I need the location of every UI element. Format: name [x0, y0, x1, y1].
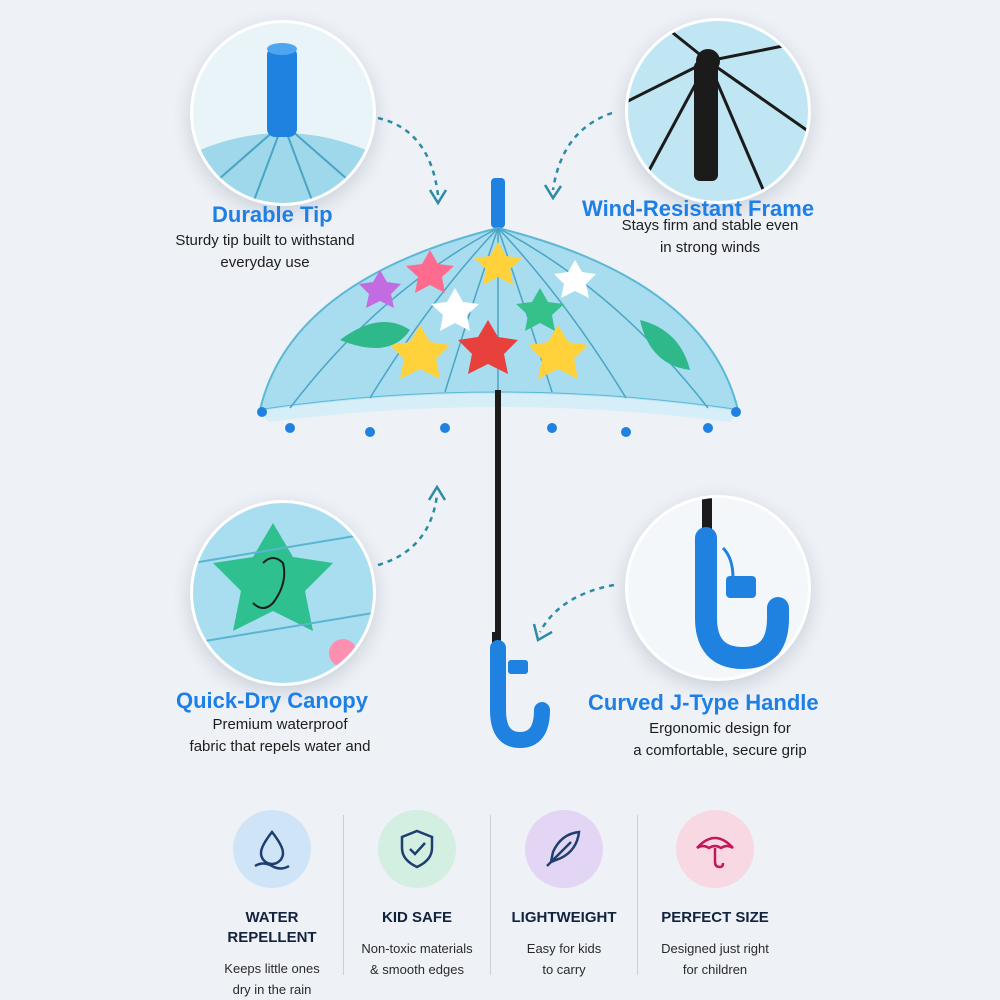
frame-closeup-image — [625, 18, 811, 204]
badge-title: WATER REPELLENT — [227, 909, 317, 946]
badge-desc: Non-toxic materials & smooth edges — [361, 941, 473, 977]
badge-water-repellent: WATER REPELLENT Keeps little ones dry in… — [202, 810, 342, 1000]
umbrella-illustration — [257, 178, 741, 749]
feature-desc-canopy: Premium waterproof fabric that repels wa… — [189, 716, 371, 755]
badge-title: KID SAFE — [381, 909, 452, 926]
badge-divider — [637, 815, 638, 975]
tip-closeup-image — [190, 20, 376, 206]
badge-title: LIGHTWEIGHT — [511, 909, 617, 926]
badge-divider — [343, 815, 344, 975]
handle-closeup-image — [625, 495, 811, 681]
arrow-to-handle — [538, 583, 615, 633]
canopy-closeup-image — [190, 500, 376, 686]
feature-title-tip: Durable Tip — [212, 202, 333, 227]
shield-check-icon — [378, 810, 456, 888]
badge-perfect-size: PERFECT SIZE Designed just right for chi… — [645, 810, 785, 980]
badge-desc: Easy for kids to carry — [526, 941, 602, 977]
feature-title-canopy: Quick-Dry Canopy — [176, 688, 368, 713]
badge-desc: Designed just right for children — [661, 941, 769, 977]
badge-desc: Keeps little ones dry in the rain — [224, 961, 320, 997]
feature-desc-handle: Ergonomic design for a comfortable, secu… — [633, 720, 807, 759]
badge-divider — [490, 815, 491, 975]
feature-desc-frame: Stays firm and stable even in strong win… — [621, 217, 799, 256]
arrow-to-canopy — [377, 494, 439, 567]
badge-kid-safe: KID SAFE Non-toxic materials & smooth ed… — [347, 810, 487, 980]
arrow-to-frame — [551, 111, 613, 191]
badge-lightweight: LIGHTWEIGHT Easy for kids to carry — [494, 810, 634, 980]
arrow-to-tip — [377, 116, 440, 196]
umbrella-icon — [676, 810, 754, 888]
feature-desc-tip: Sturdy tip built to withstand everyday u… — [175, 232, 355, 271]
badge-title: PERFECT SIZE — [661, 909, 769, 926]
water-drop-icon — [233, 810, 311, 888]
feather-icon — [525, 810, 603, 888]
feature-title-handle: Curved J-Type Handle — [588, 690, 819, 715]
feature-title-frame: Wind-Resistant Frame — [582, 196, 815, 221]
